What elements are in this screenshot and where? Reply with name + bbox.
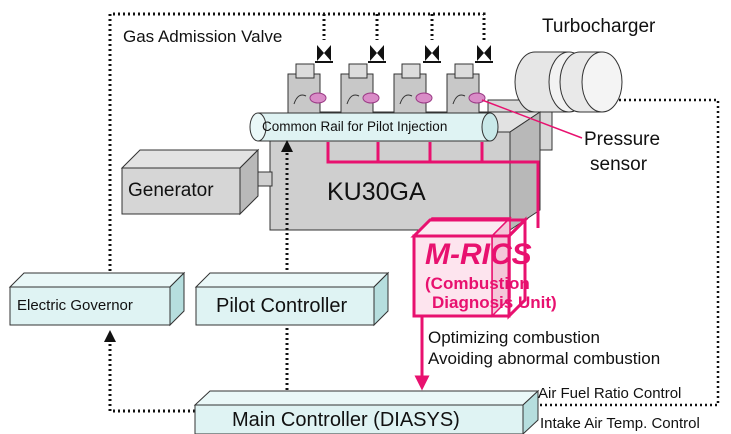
pressure-sensor-label-line2: sensor: [590, 154, 648, 175]
gas-valve-label: Gas Admission Valve: [123, 27, 283, 46]
mrics-box: [412, 216, 512, 318]
electric-governor-box: [8, 271, 186, 327]
pressure-signal-lines: [326, 142, 540, 228]
pilot-controller-label: Pilot Controller: [216, 295, 348, 317]
gas-valve-icons: [315, 45, 493, 63]
common-rail: [249, 112, 499, 142]
mrics-frame: [410, 216, 529, 320]
optimizing-label: Optimizing combustion: [428, 328, 600, 347]
electric-governor-label: Electric Governor: [17, 297, 133, 314]
mrics-title: M-RICS: [425, 238, 532, 271]
air-fuel-ratio-label: Air Fuel Ratio Control: [538, 385, 682, 402]
air-control-lines: [540, 98, 720, 407]
governor-arrow-icon: [104, 330, 116, 342]
gas-valve-control-lines: [108, 12, 486, 276]
main-controller-box: [193, 389, 540, 434]
pressure-sensor-leader: [481, 99, 583, 139]
cylinder-heads: [287, 63, 486, 117]
intake-air-temp-label: Intake Air Temp. Control: [540, 415, 700, 432]
generator-label: Generator: [128, 180, 214, 201]
mrics-subtitle-line1: (Combustion: [425, 274, 530, 293]
turbocharger-label: Turbocharger: [542, 16, 656, 37]
generator: [120, 148, 273, 216]
turbocharger: [487, 51, 623, 151]
common-rail-label: Common Rail for Pilot Injection: [262, 119, 448, 134]
engine-block: [268, 111, 542, 231]
main-controller-label: Main Controller (DIASYS): [232, 409, 460, 431]
engine-label: KU30GA: [327, 178, 426, 206]
pilot-arrow-icon: [281, 140, 293, 152]
avoiding-label: Avoiding abnormal combustion: [428, 349, 661, 368]
pilot-controller-box: [194, 271, 390, 327]
pressure-sensor-label-line1: Pressure: [584, 129, 661, 150]
governor-control-line: [108, 340, 195, 413]
mrics-subtitle-line2: Diagnosis Unit): [432, 293, 557, 312]
